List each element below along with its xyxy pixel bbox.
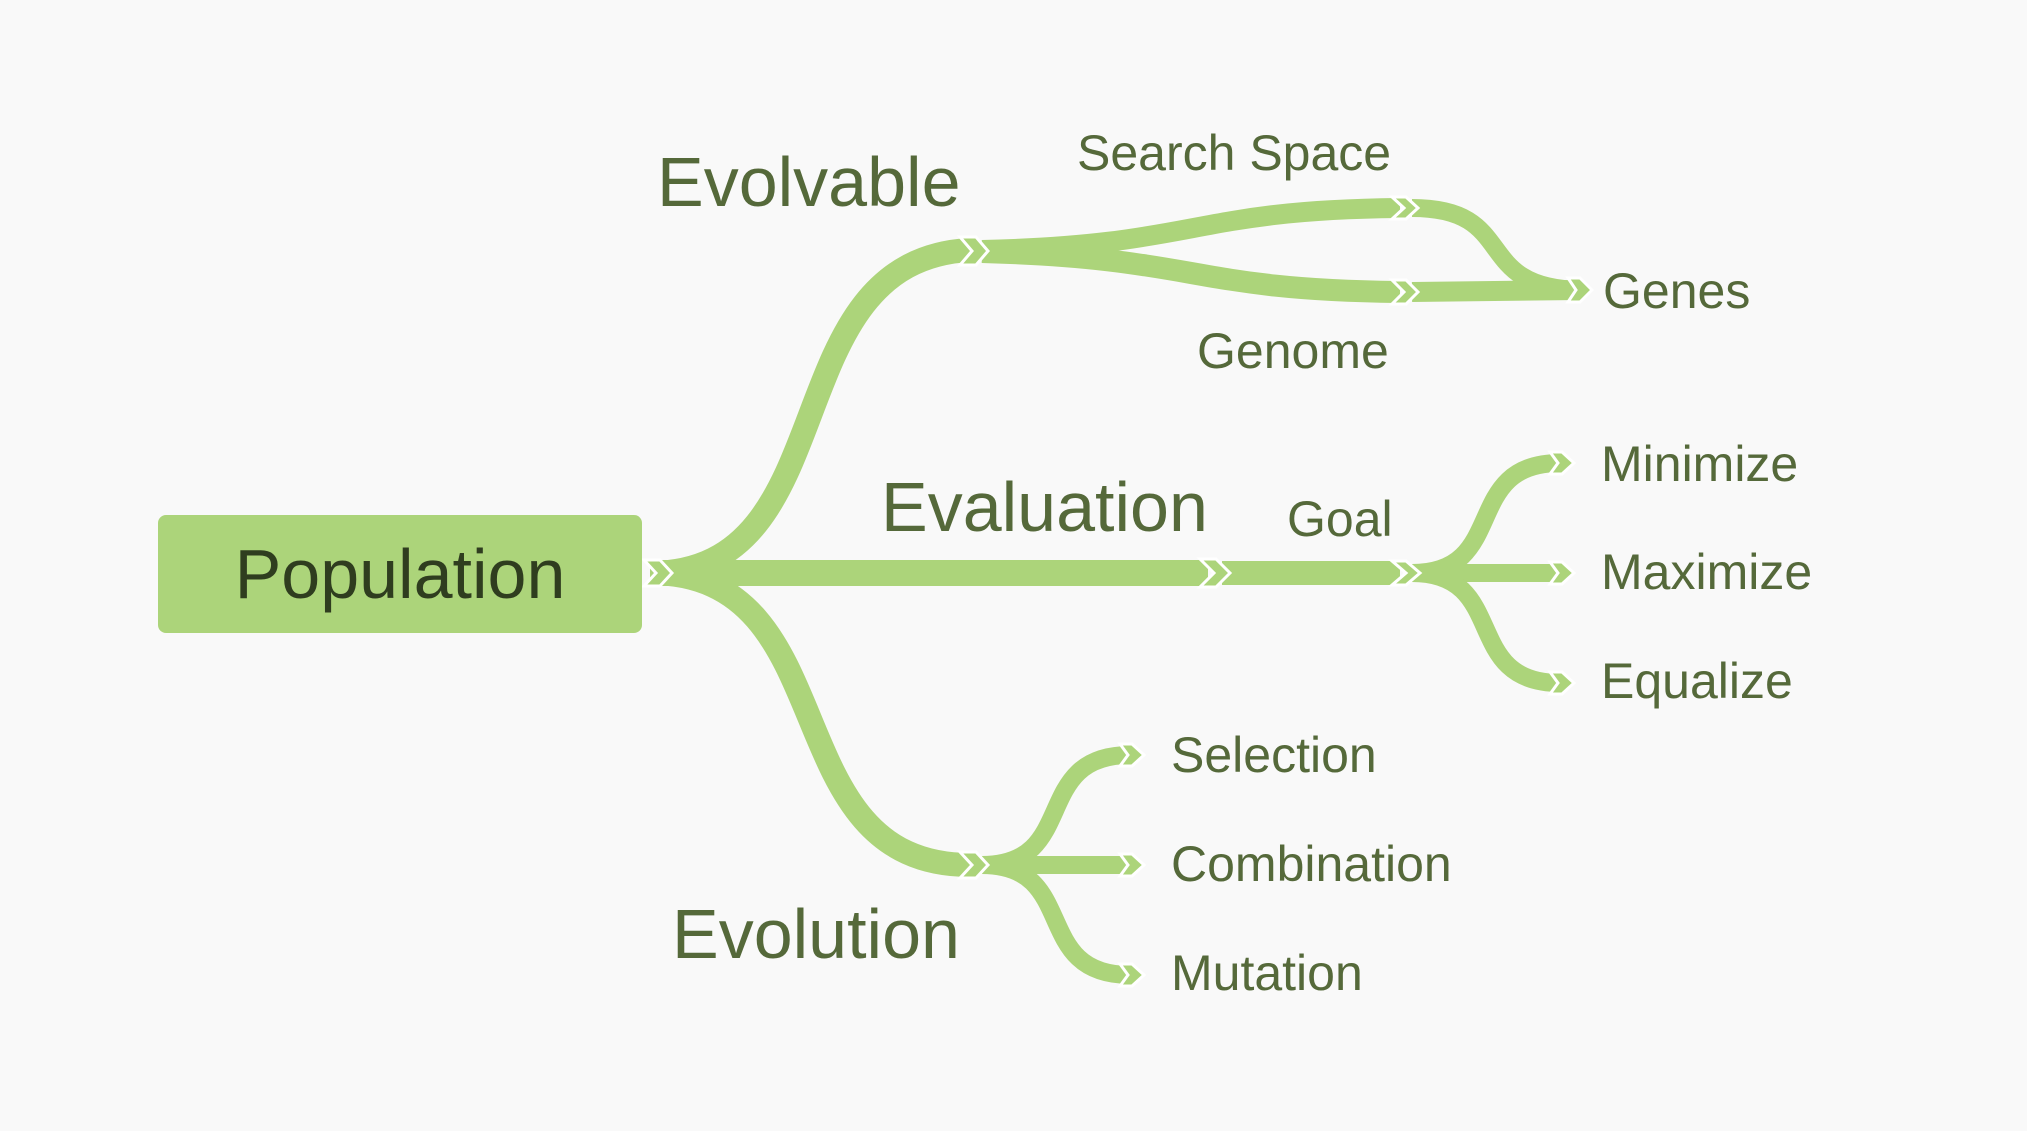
node-evolvable[interactable]: Evolvable (657, 143, 961, 221)
arrow-tip-search-space (1388, 195, 1421, 221)
node-genome[interactable]: Genome (1197, 323, 1389, 379)
node-mutation[interactable]: Mutation (1171, 945, 1363, 1001)
arrow-tip-combination (1117, 852, 1147, 878)
branch-genome-genes (1411, 280, 1581, 302)
arrow-tip-evaluation (1196, 557, 1233, 589)
branch-evolution-mutation (981, 856, 1131, 984)
root-node-population[interactable]: Population (158, 515, 642, 633)
node-selection[interactable]: Selection (1171, 727, 1377, 783)
arrow-tip-genome (1388, 278, 1421, 306)
arrow-tip-evolvable (956, 235, 990, 267)
branch-goal-minimize (1411, 454, 1561, 582)
branch-population-evolvable (649, 238, 971, 585)
arrow-tip-maximize (1547, 560, 1577, 586)
arrow-tip-root (640, 558, 675, 588)
branch-evolvable-search-space (981, 198, 1401, 260)
arrow-tip-goal (1387, 559, 1423, 587)
arrow-tip-selection (1117, 742, 1147, 768)
node-maximize[interactable]: Maximize (1601, 544, 1813, 600)
arrow-tip-minimize (1547, 450, 1577, 476)
arrow-tip-genes (1565, 276, 1595, 304)
branch-search-space-genes (1411, 199, 1581, 299)
arrow-tip-evolution (956, 850, 991, 880)
node-evaluation[interactable]: Evaluation (881, 468, 1208, 546)
node-equalize[interactable]: Equalize (1601, 653, 1793, 709)
branch-population-evolution (649, 561, 971, 877)
node-combination[interactable]: Combination (1171, 836, 1452, 892)
node-goal[interactable]: Goal (1287, 491, 1393, 547)
arrow-tip-equalize (1547, 670, 1577, 696)
node-genes[interactable]: Genes (1603, 263, 1751, 319)
arrow-tip-mutation (1117, 962, 1147, 988)
branch-evolvable-genome (981, 241, 1401, 303)
branch-evolution-selection (981, 746, 1131, 874)
node-evolution[interactable]: Evolution (672, 895, 960, 973)
node-minimize[interactable]: Minimize (1601, 436, 1799, 492)
branch-goal-equalize (1411, 564, 1561, 692)
node-search-space[interactable]: Search Space (1077, 125, 1392, 181)
root-node-label: Population (234, 535, 566, 613)
